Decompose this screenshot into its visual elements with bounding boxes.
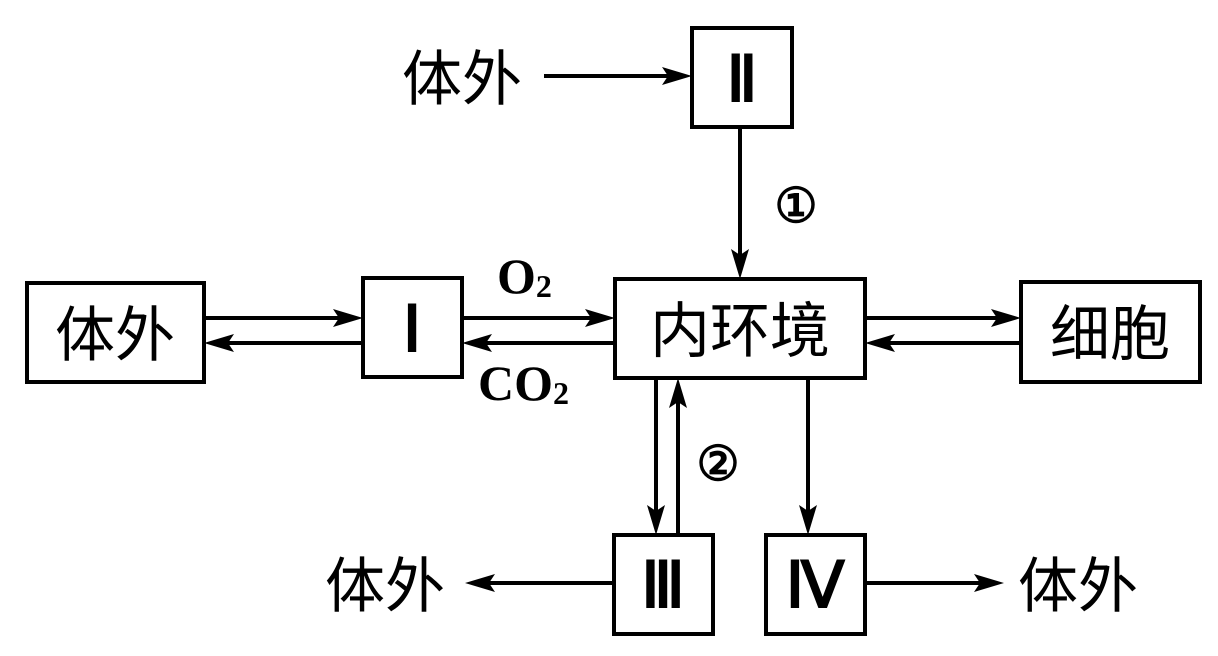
arrow-outside-to-II [544, 67, 692, 85]
label-organ-IV: Ⅳ [785, 550, 845, 621]
arrow-internal-to-I-co2 [462, 334, 615, 352]
arrow-II-to-internal [731, 127, 749, 279]
arrow-I-to-internal-o2 [462, 309, 615, 327]
label-outside-top: 体外 [402, 45, 522, 115]
label-cell: 细胞 [1050, 300, 1170, 370]
arrow-internal-to-III [647, 378, 665, 535]
label-outside-left: 体外 [55, 301, 175, 371]
marker-1: ① [774, 180, 817, 233]
label-outside-bottom-left: 体外 [325, 552, 445, 622]
arrow-internal-to-cell [865, 309, 1021, 327]
arrow-I-to-outside [204, 334, 363, 352]
box-organ-I [361, 276, 464, 379]
label-organ-I: Ⅰ [403, 294, 422, 365]
label-outside-bottom-right: 体外 [1018, 552, 1138, 622]
label-co2: CO2 [478, 355, 569, 411]
label-internal-environment: 内环境 [650, 297, 830, 367]
box-internal-environment [613, 277, 867, 380]
arrow-III-to-internal [669, 378, 687, 535]
label-o2: O2 [497, 248, 552, 304]
arrow-internal-to-IV [799, 378, 817, 535]
label-organ-II: Ⅱ [726, 44, 758, 115]
arrow-III-to-outside [465, 574, 614, 592]
box-outside-left [25, 281, 206, 384]
marker-2: ② [696, 438, 739, 491]
label-organ-III: Ⅲ [641, 550, 685, 621]
arrow-cell-to-internal [865, 334, 1021, 352]
arrow-IV-to-outside [865, 574, 1004, 592]
arrow-outside-to-I [204, 309, 363, 327]
box-cell [1019, 280, 1202, 384]
box-organ-IV [764, 533, 867, 636]
